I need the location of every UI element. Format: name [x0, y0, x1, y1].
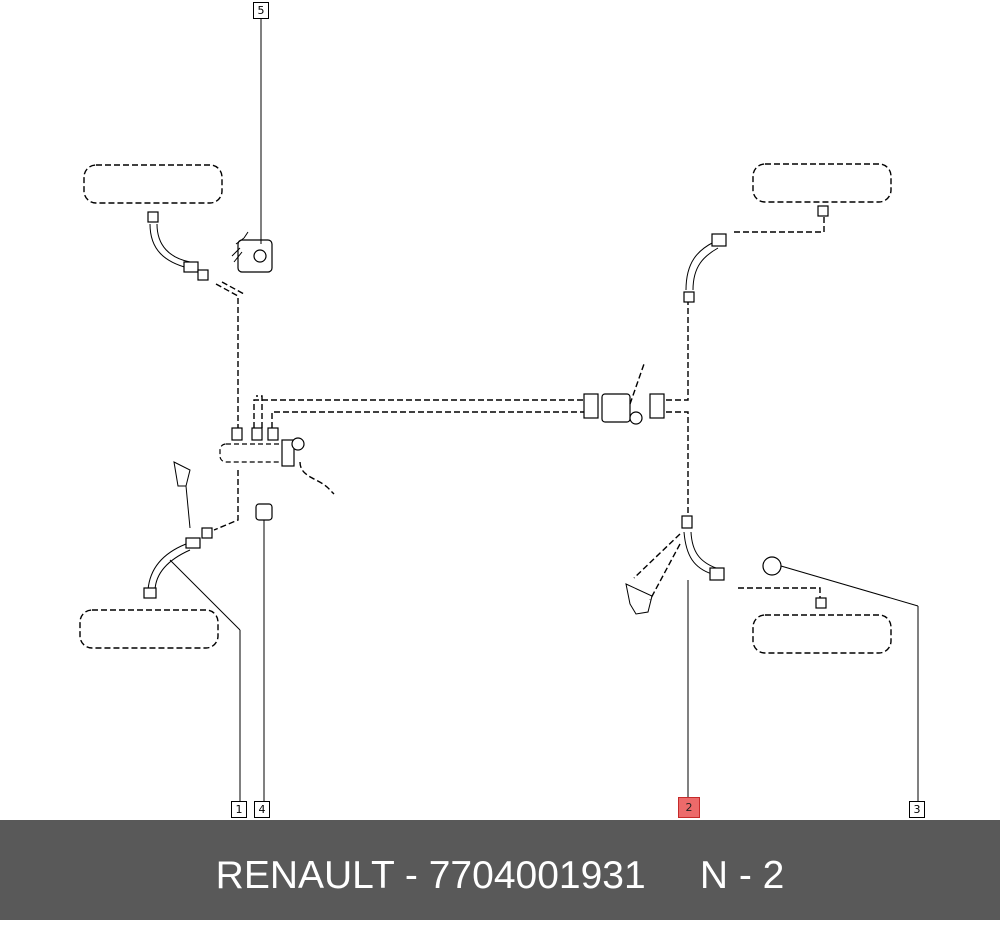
rear-left-bracket — [173, 461, 191, 529]
footer-bar: RENAULT - 7704001931 N - 2 — [0, 820, 1000, 920]
compensator-valve — [583, 363, 665, 425]
main-brake-pipe-upper — [253, 399, 584, 428]
tire-rear-left — [79, 609, 219, 649]
callout-5[interactable]: 5 — [253, 2, 269, 19]
brake-line-diagram — [79, 18, 919, 802]
rear-right-brake-pipe — [666, 411, 689, 516]
tire-rear-right — [752, 614, 892, 654]
part-3-grommet — [762, 556, 782, 576]
part-4-grommet — [255, 503, 273, 521]
front-left-brake-pipe — [215, 283, 239, 428]
main-brake-pipe-lower — [271, 411, 584, 428]
part-number-title: RENAULT - 7704001931 N - 2 — [215, 854, 785, 897]
callout-1[interactable]: 1 — [231, 801, 247, 818]
tire-front-left — [83, 164, 223, 204]
front-left-flexible-hose — [147, 211, 209, 281]
callout-4[interactable]: 4 — [254, 801, 270, 818]
callout-3[interactable]: 3 — [909, 801, 925, 818]
callout-1-leader-diag — [169, 559, 241, 631]
rear-left-brake-pipe — [213, 470, 239, 531]
part-5-connector — [231, 231, 273, 273]
callout-3-leader-diag — [780, 565, 919, 607]
rear-right-flexible-hose — [681, 515, 725, 581]
front-right-brake-pipe — [666, 300, 689, 401]
rear-right-bracket — [625, 533, 681, 615]
front-right-flexible-hose — [683, 233, 727, 303]
callout-2[interactable]: 2 — [678, 797, 700, 818]
master-cylinder — [219, 427, 335, 495]
tire-front-right — [752, 163, 892, 203]
rear-left-flexible-hose — [143, 527, 213, 599]
